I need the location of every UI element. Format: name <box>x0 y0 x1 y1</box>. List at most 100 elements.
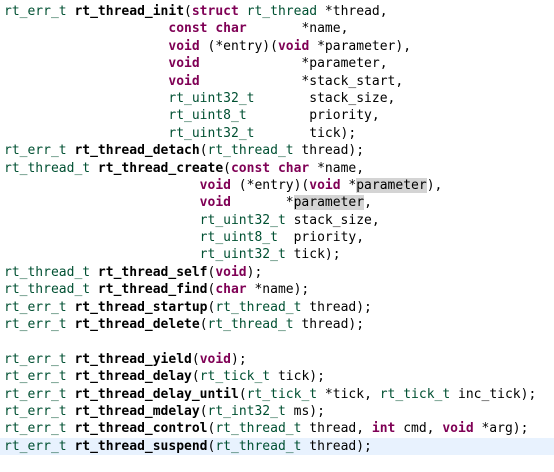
type-token: rt_thread_t <box>215 299 302 315</box>
code-text: ( <box>207 421 216 437</box>
type-token: rt_err_t <box>4 317 75 333</box>
code-text: *parameter), <box>309 38 412 54</box>
code-text: ( <box>223 160 231 176</box>
function-name: rt_thread_init <box>74 4 185 19</box>
code-text: *arg); <box>473 421 529 437</box>
code-line[interactable]: rt_err_t rt_thread_delay_until(rt_tick_t… <box>0 386 554 403</box>
function-name: rt_thread_detach <box>74 143 200 159</box>
code-text: ), <box>426 177 443 193</box>
type-token: rt_uint32_t <box>199 247 286 263</box>
code-line[interactable] <box>0 333 554 350</box>
code-text: priority, <box>246 108 380 124</box>
code-text: ( <box>199 143 208 159</box>
type-token: rt_thread <box>246 4 318 19</box>
type-token: rt_thread_t <box>4 282 98 298</box>
code-line[interactable]: rt_err_t rt_thread_delete(rt_thread_t th… <box>0 316 554 333</box>
type-token: rt_uint8_t <box>199 230 278 246</box>
code-line[interactable]: rt_err_t rt_thread_startup(rt_thread_t t… <box>0 299 554 316</box>
code-text: tick); <box>254 125 357 141</box>
function-name: rt_thread_control <box>74 421 208 437</box>
code-line[interactable]: rt_err_t rt_thread_init(struct rt_thread… <box>0 3 554 20</box>
code-line[interactable]: rt_uint8_t priority, <box>0 107 554 124</box>
code-line[interactable]: rt_err_t rt_thread_delay(rt_tick_t tick)… <box>0 368 554 385</box>
function-name: rt_thread_startup <box>74 299 208 315</box>
function-name: rt_thread_delay <box>74 369 192 385</box>
type-token: rt_thread_t <box>207 143 294 159</box>
code-text: * <box>340 177 357 193</box>
code-text <box>4 213 200 228</box>
function-name: rt_thread_find <box>97 282 208 298</box>
code-text: thread); <box>293 317 365 333</box>
code-line[interactable]: rt_err_t rt_thread_yield(void); <box>0 351 554 368</box>
code-text: ( <box>191 351 200 367</box>
code-text: priority, <box>277 230 365 246</box>
keyword-token: char <box>277 160 310 176</box>
function-name: rt_thread_delete <box>74 317 200 333</box>
code-line[interactable]: void *parameter, <box>0 55 554 72</box>
code-text: ( <box>191 369 200 385</box>
code-line[interactable]: rt_uint32_t tick); <box>0 125 554 142</box>
type-token: rt_int32_t <box>207 403 286 419</box>
code-text <box>4 21 168 36</box>
keyword-token: struct <box>191 4 239 19</box>
code-text: *parameter, <box>199 56 388 72</box>
code-text: *thread, <box>317 4 388 19</box>
type-token: rt_err_t <box>4 143 75 159</box>
code-text <box>4 247 200 262</box>
code-text: *name, <box>309 160 365 176</box>
code-text: , <box>364 195 372 211</box>
type-token: rt_err_t <box>4 403 75 419</box>
function-name: rt_thread_delay_until <box>74 386 239 402</box>
code-text <box>4 56 168 71</box>
keyword-token: void <box>168 56 200 72</box>
code-text: thread); <box>293 143 365 159</box>
code-line[interactable]: rt_thread_t rt_thread_find(char *name); <box>0 281 554 298</box>
type-token: rt_err_t <box>4 369 75 385</box>
code-text: *name, <box>246 21 349 37</box>
type-token: rt_uint32_t <box>168 125 255 141</box>
keyword-token: char <box>215 21 247 37</box>
type-token: rt_thread_t <box>215 421 302 437</box>
type-token: rt_thread_t <box>4 264 98 280</box>
code-text: ( <box>207 264 216 280</box>
code-line[interactable]: const char *name, <box>0 20 554 37</box>
keyword-token: int <box>371 421 396 437</box>
code-text <box>270 161 278 176</box>
keyword-token: void <box>215 264 247 280</box>
code-text: cmd, <box>395 421 443 437</box>
code-line[interactable]: rt_thread_t rt_thread_self(void); <box>0 264 554 281</box>
code-line[interactable]: void *parameter, <box>0 194 554 211</box>
keyword-token: char <box>215 282 247 298</box>
type-token: rt_uint8_t <box>168 108 247 124</box>
code-text <box>4 178 200 193</box>
code-line[interactable]: rt_err_t rt_thread_mdelay(rt_int32_t ms)… <box>0 403 554 420</box>
code-text <box>239 4 247 19</box>
code-line[interactable]: rt_uint32_t stack_size, <box>0 212 554 229</box>
type-token: rt_thread_t <box>4 160 98 176</box>
code-text <box>4 126 168 141</box>
code-line[interactable]: void *stack_start, <box>0 73 554 90</box>
code-line[interactable]: rt_thread_t rt_thread_create(const char … <box>0 160 554 177</box>
code-line[interactable]: rt_uint8_t priority, <box>0 229 554 246</box>
code-text: thread); <box>301 299 372 315</box>
code-line[interactable]: rt_uint32_t tick); <box>0 246 554 263</box>
code-line[interactable]: rt_uint32_t stack_size, <box>0 90 554 107</box>
code-line[interactable]: rt_err_t rt_thread_detach(rt_thread_t th… <box>0 142 554 159</box>
code-text: *tick, <box>317 386 380 402</box>
function-name: rt_thread_create <box>97 160 224 176</box>
code-text: inc_tick); <box>450 386 537 402</box>
function-name: rt_thread_self <box>97 264 208 280</box>
code-text: ( <box>207 438 216 454</box>
keyword-token: void <box>168 38 200 54</box>
code-line[interactable]: void (*entry)(void *parameter), <box>0 38 554 55</box>
code-line[interactable]: rt_err_t rt_thread_control(rt_thread_t t… <box>0 420 554 437</box>
keyword-token: void <box>277 38 310 54</box>
code-text: ms); <box>285 403 325 419</box>
keyword-token: const <box>168 21 208 37</box>
current-code-line[interactable]: rt_err_t rt_thread_suspend(rt_thread_t t… <box>0 437 554 456</box>
type-token: rt_err_t <box>4 4 75 19</box>
keyword-token: void <box>199 351 231 367</box>
type-token: rt_uint32_t <box>199 212 286 228</box>
code-line[interactable]: void (*entry)(void *parameter), <box>0 177 554 194</box>
